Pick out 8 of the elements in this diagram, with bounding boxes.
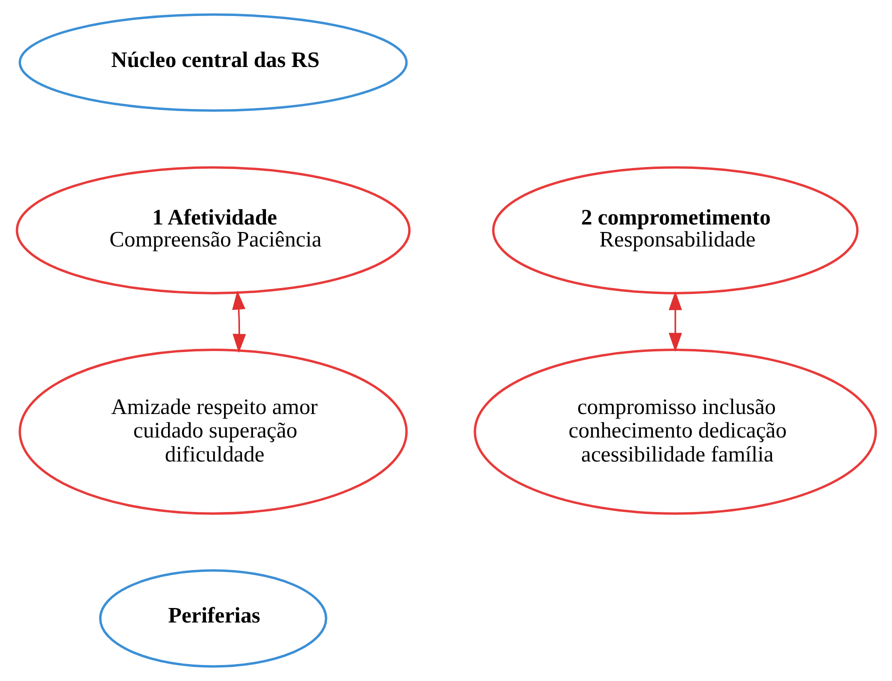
node-ellipse: Núcleo central das RS <box>18 13 408 112</box>
node-ellipse: 2 comprometimento Responsabilidade <box>492 166 858 294</box>
arrow <box>668 291 682 352</box>
node-ellipse: 1 Afetividade Compreensão Paciência <box>15 166 410 294</box>
node-ellipse: Amizade respeito amor cuidado superação dificuldade <box>18 348 408 515</box>
node-ellipse: Periferias <box>98 569 327 668</box>
node-ellipse: compromisso inclusão conhecimento dedicação acessibilidade família <box>473 348 876 515</box>
arrow <box>232 290 246 353</box>
